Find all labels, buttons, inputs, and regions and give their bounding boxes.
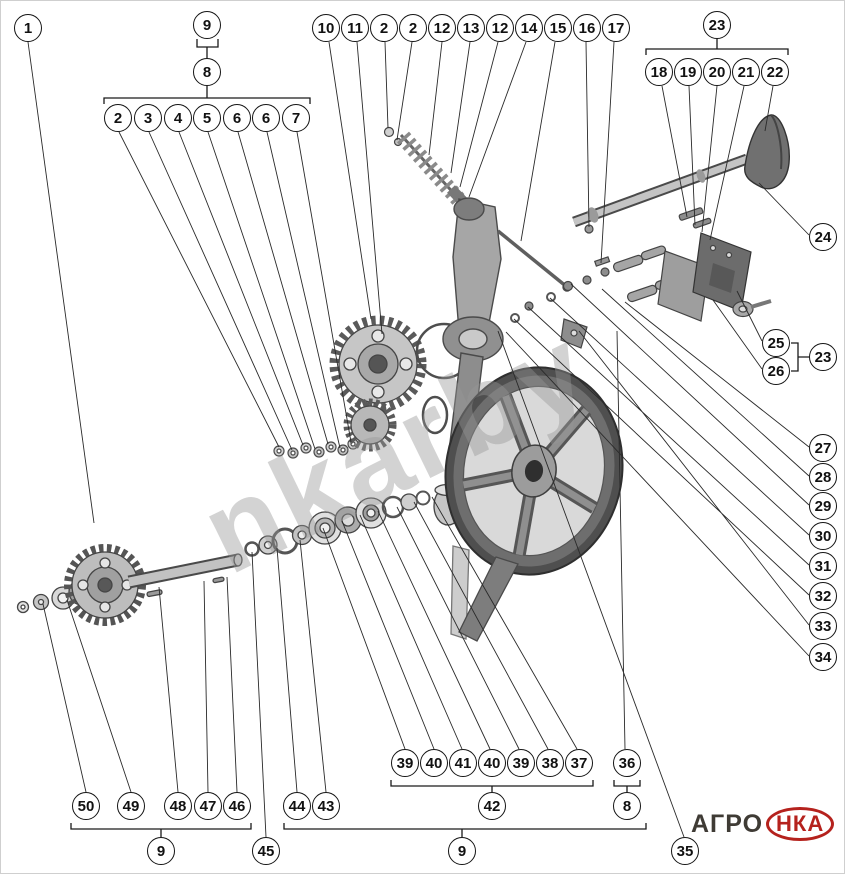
callout-55-label-43: 43	[312, 792, 340, 820]
callout-11-label-11: 11	[341, 14, 369, 42]
washer-cluster	[273, 438, 359, 459]
callout-6-label-5: 5	[193, 104, 221, 132]
callout-35-label-31: 31	[809, 552, 837, 580]
callout-4-label-3: 3	[134, 104, 162, 132]
callout-46-label-36: 36	[613, 749, 641, 777]
callout-7-label-6: 6	[223, 104, 251, 132]
callout-16-label-12: 12	[486, 14, 514, 42]
callout-23-label-19: 19	[674, 58, 702, 86]
drive-shaft-bell	[572, 114, 790, 228]
callout-9-label-7: 7	[282, 104, 310, 132]
callout-31-label-27: 27	[809, 434, 837, 462]
callout-26-label-22: 22	[761, 58, 789, 86]
callout-36-label-32: 32	[809, 582, 837, 610]
callout-24-label-20: 20	[703, 58, 731, 86]
callout-27-label-24: 24	[809, 223, 837, 251]
callout-28-label-25: 25	[762, 329, 790, 357]
callout-33-label-29: 29	[809, 492, 837, 520]
callout-5-label-4: 4	[164, 104, 192, 132]
callout-59-label-35: 35	[671, 837, 699, 865]
callout-12-label-2: 2	[370, 14, 398, 42]
callout-54-label-44: 44	[283, 792, 311, 820]
callout-44-label-38: 38	[536, 749, 564, 777]
callout-56-label-9: 9	[147, 837, 175, 865]
callout-34-label-30: 30	[809, 522, 837, 550]
callout-50-label-49: 49	[117, 792, 145, 820]
callout-1-label-9: 9	[193, 11, 221, 39]
callout-2-label-8: 8	[193, 58, 221, 86]
callout-32-label-28: 28	[809, 463, 837, 491]
callout-37-label-33: 33	[809, 612, 837, 640]
callout-18-label-15: 15	[544, 14, 572, 42]
callout-57-label-45: 45	[252, 837, 280, 865]
callout-43-label-39: 39	[507, 749, 535, 777]
callout-17-label-14: 14	[515, 14, 543, 42]
callout-20-label-17: 17	[602, 14, 630, 42]
callout-41-label-41: 41	[449, 749, 477, 777]
callout-53-label-46: 46	[223, 792, 251, 820]
callout-29-label-26: 26	[762, 357, 790, 385]
callout-3-label-2: 2	[104, 104, 132, 132]
callout-42-label-40: 40	[478, 749, 506, 777]
callout-21-label-23: 23	[703, 11, 731, 39]
callout-38-label-34: 34	[809, 643, 837, 671]
group-brackets	[70, 39, 809, 837]
callout-19-label-16: 16	[573, 14, 601, 42]
callout-0-label-1: 1	[14, 14, 42, 42]
callout-40-label-40: 40	[420, 749, 448, 777]
brand-logo-oval: НКА	[766, 807, 835, 841]
callout-52-label-47: 47	[194, 792, 222, 820]
callout-13-label-2: 2	[399, 14, 427, 42]
callout-47-label-42: 42	[478, 792, 506, 820]
callout-51-label-48: 48	[164, 792, 192, 820]
callout-49-label-50: 50	[72, 792, 100, 820]
callout-14-label-12: 12	[428, 14, 456, 42]
callout-8-label-6: 6	[252, 104, 280, 132]
callout-45-label-37: 37	[565, 749, 593, 777]
callout-48-label-8: 8	[613, 792, 641, 820]
callout-15-label-13: 13	[457, 14, 485, 42]
callout-25-label-21: 21	[732, 58, 760, 86]
leader-lines	[27, 41, 810, 838]
brand-logo: АГРО НКА	[691, 807, 835, 841]
callout-58-label-9: 9	[448, 837, 476, 865]
callout-10-label-10: 10	[312, 14, 340, 42]
callout-30-label-23: 23	[809, 343, 837, 371]
callout-22-label-18: 18	[645, 58, 673, 86]
brand-logo-text: АГРО	[691, 809, 764, 838]
pulley-wheel	[444, 366, 624, 576]
callout-39-label-39: 39	[391, 749, 419, 777]
